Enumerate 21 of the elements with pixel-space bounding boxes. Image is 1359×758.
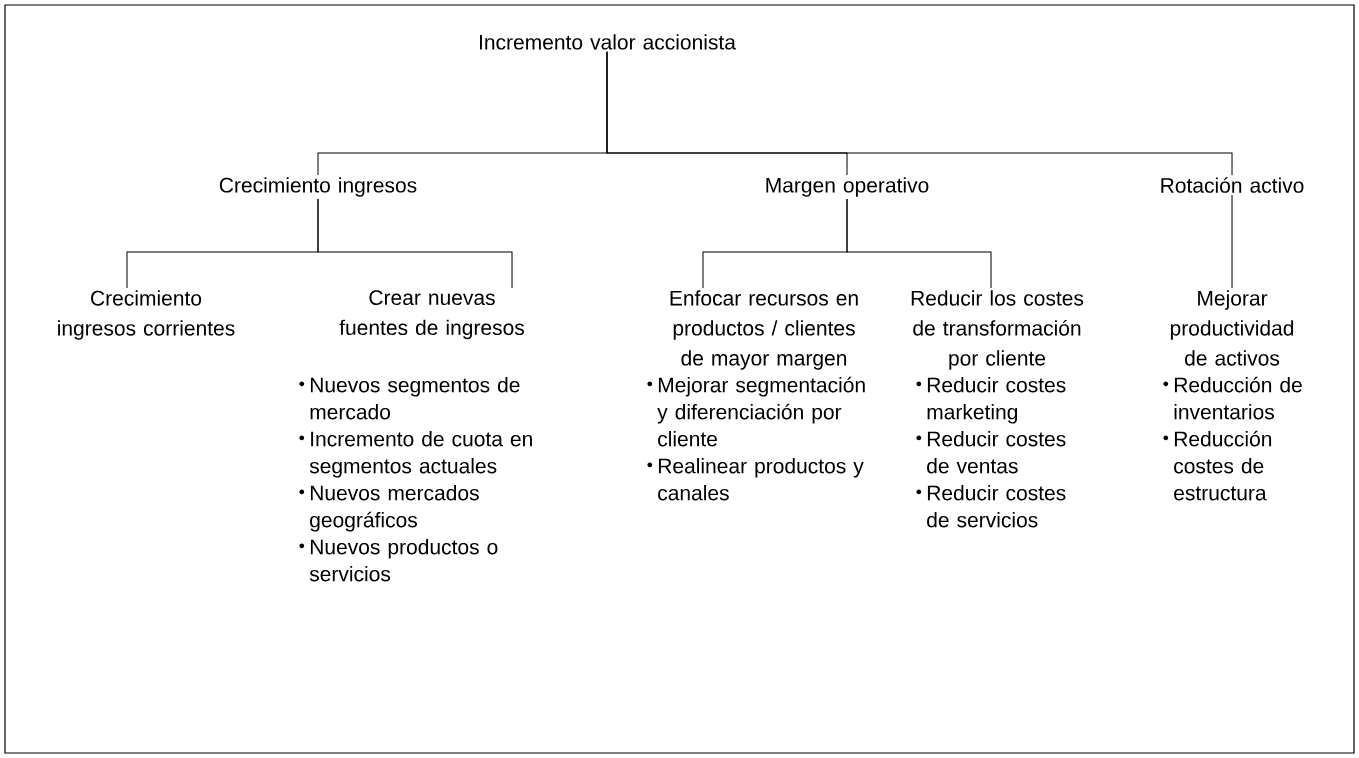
node-label: Margen operativo <box>766 177 929 197</box>
node-label: Reducir los costes de transformación por cliente <box>911 290 1084 370</box>
node-label: Crecimiento ingresos corrientes <box>58 290 235 340</box>
bullet-list: Reducir costes marketing Reducir costes de ventas Reducir costes de servicios <box>916 377 1066 528</box>
connector-line <box>846 198 992 289</box>
bullet-list: Reducción de inventarios Reducción costes de estructura <box>1163 376 1302 501</box>
node-label: Nuevos productos o servicios <box>309 538 498 582</box>
bullet-list: Mejorar segmentación y diferenciación por cliente Realinear productos y canales <box>647 376 865 501</box>
node-label: Rotación activo <box>1161 177 1304 193</box>
node-label: Nuevos segmentos de mercado <box>310 376 520 420</box>
node-label: Mejorar productividad de activos <box>1170 290 1294 366</box>
node-label: Enfocar recursos en productos / clientes de mayor margen <box>670 290 858 370</box>
connector-line <box>606 51 1233 176</box>
bullet-list: Nuevos segmentos de mercado Incremento de cuota en segmentos actuales Nuevos mercados geográficos Nuevos productos o servicios <box>299 377 532 582</box>
node-label: Crear nuevas fuentes de ingresos <box>339 290 524 340</box>
node-label: Crecimiento ingresos <box>219 177 417 197</box>
node-label: Nuevos mercados geográficos <box>310 484 479 532</box>
node-label: Incremento valor accionista <box>480 34 736 50</box>
connector-line <box>1231 194 1233 289</box>
node-label: Incremento de cuota en segmentos actuales <box>309 430 532 478</box>
connector-line <box>317 198 513 289</box>
